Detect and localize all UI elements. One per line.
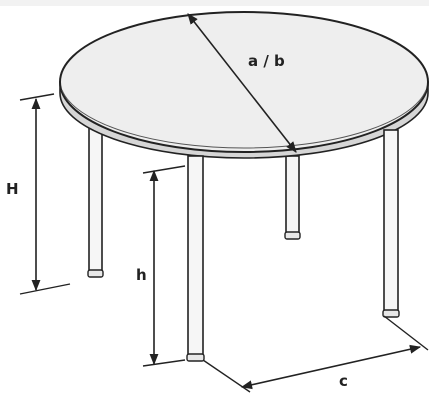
table-height-dimension xyxy=(19,93,71,295)
leg-height-label: h xyxy=(136,266,147,284)
diameter-dimension xyxy=(187,13,297,153)
table-leg-front-right xyxy=(382,129,400,318)
table-height-label: H xyxy=(6,180,19,198)
leg-spacing-dimension xyxy=(202,315,429,393)
diameter-label: a / b xyxy=(248,52,285,70)
leg-spacing-label: c xyxy=(339,372,348,390)
leg-height-dimension xyxy=(142,165,186,367)
top-strip xyxy=(0,0,429,6)
table-leg-back-right xyxy=(284,155,301,240)
table-leg-back-left xyxy=(87,124,104,278)
table-leg-front-left xyxy=(186,155,205,362)
